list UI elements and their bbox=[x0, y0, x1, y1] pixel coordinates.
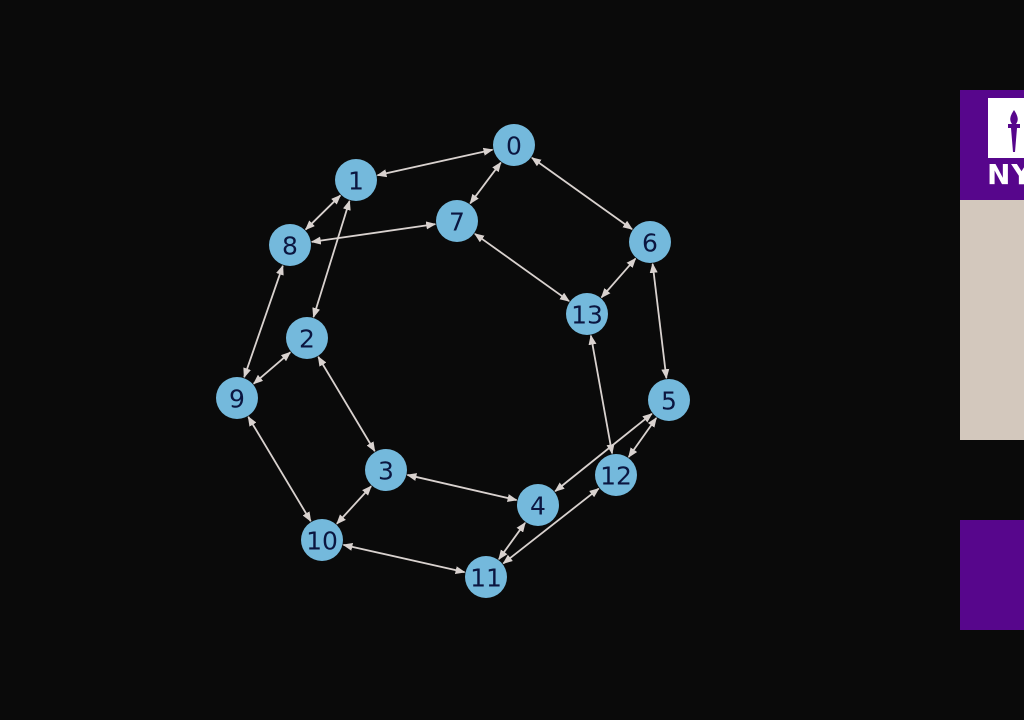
node-6: 6 bbox=[629, 221, 671, 263]
torch-icon bbox=[1008, 110, 1020, 152]
presenter-panel: NY bbox=[960, 90, 1024, 630]
node-1: 1 bbox=[335, 159, 377, 201]
edge-2-9 bbox=[252, 351, 292, 385]
edge-2-3 bbox=[317, 356, 376, 452]
node-label: 13 bbox=[571, 301, 603, 330]
node-0: 0 bbox=[493, 124, 535, 166]
node-circle bbox=[436, 200, 478, 242]
node-label: 12 bbox=[600, 462, 632, 491]
node-label: 7 bbox=[449, 208, 465, 237]
node-13: 13 bbox=[566, 293, 608, 335]
node-10: 10 bbox=[301, 519, 343, 561]
node-circle bbox=[465, 556, 507, 598]
node-circle bbox=[648, 379, 690, 421]
edge-1-2 bbox=[312, 200, 351, 318]
video-shadow bbox=[960, 440, 1024, 520]
edge-0-6 bbox=[531, 157, 633, 230]
node-circle bbox=[517, 484, 559, 526]
node-label: 3 bbox=[378, 457, 394, 486]
node-9: 9 bbox=[216, 377, 258, 419]
edge-0-1 bbox=[376, 147, 494, 178]
edge-8-7 bbox=[310, 221, 437, 245]
node-circle bbox=[493, 124, 535, 166]
node-label: 10 bbox=[306, 527, 338, 556]
edge-11-4 bbox=[498, 522, 526, 560]
node-label: 1 bbox=[348, 167, 364, 196]
node-circle bbox=[629, 221, 671, 263]
edge-11-12 bbox=[502, 487, 600, 565]
edge-7-13 bbox=[474, 233, 570, 302]
edge-6-13 bbox=[600, 257, 637, 299]
node-circle bbox=[566, 293, 608, 335]
node-circle bbox=[365, 449, 407, 491]
node-label: 11 bbox=[470, 564, 502, 593]
node-circle bbox=[269, 224, 311, 266]
node-label: 5 bbox=[661, 387, 677, 416]
node-circle bbox=[286, 317, 328, 359]
node-label: 4 bbox=[530, 492, 546, 521]
edge-5-12 bbox=[627, 417, 658, 458]
edge-9-10 bbox=[247, 416, 312, 522]
node-11: 11 bbox=[465, 556, 507, 598]
node-7: 7 bbox=[436, 200, 478, 242]
node-12: 12 bbox=[595, 454, 637, 496]
edge-10-11 bbox=[342, 542, 466, 575]
node-3: 3 bbox=[365, 449, 407, 491]
edge-6-5 bbox=[649, 262, 670, 380]
node-label: 2 bbox=[299, 325, 315, 354]
node-circle bbox=[216, 377, 258, 419]
node-circle bbox=[335, 159, 377, 201]
edge-0-7 bbox=[469, 161, 502, 205]
node-8: 8 bbox=[269, 224, 311, 266]
edge-3-4 bbox=[406, 473, 518, 502]
edge-8-9 bbox=[243, 264, 284, 379]
edge-1-8 bbox=[304, 194, 342, 231]
node-label: 0 bbox=[506, 132, 522, 161]
edge-3-10 bbox=[336, 485, 372, 525]
edge-13-12 bbox=[588, 334, 615, 455]
university-banner: NY bbox=[960, 90, 1024, 200]
logo bbox=[988, 98, 1024, 158]
node-2: 2 bbox=[286, 317, 328, 359]
panel-footer bbox=[960, 520, 1024, 630]
node-label: 9 bbox=[229, 385, 245, 414]
node-circle bbox=[301, 519, 343, 561]
node-circle bbox=[595, 454, 637, 496]
edges-layer bbox=[243, 147, 670, 575]
logo-text: NY bbox=[987, 158, 1024, 191]
node-label: 8 bbox=[282, 232, 298, 261]
node-label: 6 bbox=[642, 229, 658, 258]
node-4: 4 bbox=[517, 484, 559, 526]
node-5: 5 bbox=[648, 379, 690, 421]
